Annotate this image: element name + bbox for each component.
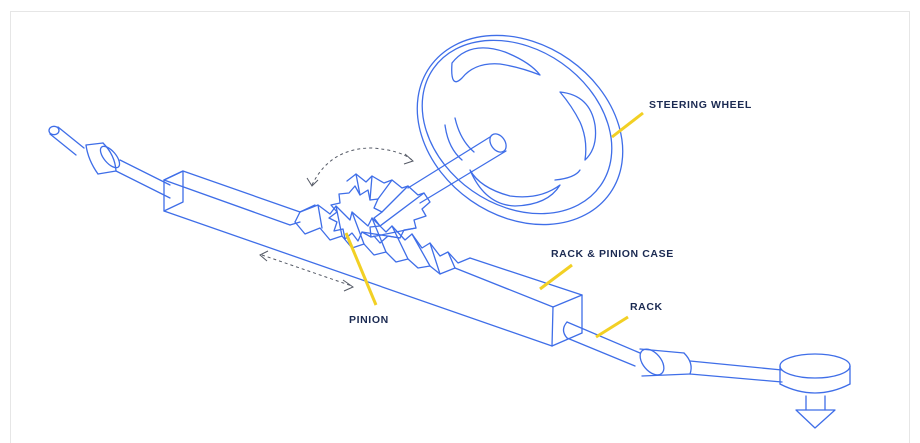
left-tie-rod <box>49 126 170 198</box>
right-tie-rod <box>564 322 783 382</box>
leader-lines <box>346 113 643 337</box>
rack-pinion-case-label: RACK & PINION CASE <box>551 248 674 260</box>
rack-leader <box>596 317 628 337</box>
ball-joint <box>780 354 850 428</box>
rack-teeth <box>295 205 470 274</box>
rack-label: RACK <box>630 301 663 313</box>
steering-wheel-label: STEERING WHEEL <box>649 99 752 111</box>
steering-wheel-leader <box>612 113 643 137</box>
rack-travel-arrow <box>262 255 352 286</box>
pinion-label: PINION <box>349 314 389 326</box>
pinion-leader <box>346 233 376 305</box>
motion-arrows <box>262 148 412 286</box>
case-leader <box>540 265 572 289</box>
